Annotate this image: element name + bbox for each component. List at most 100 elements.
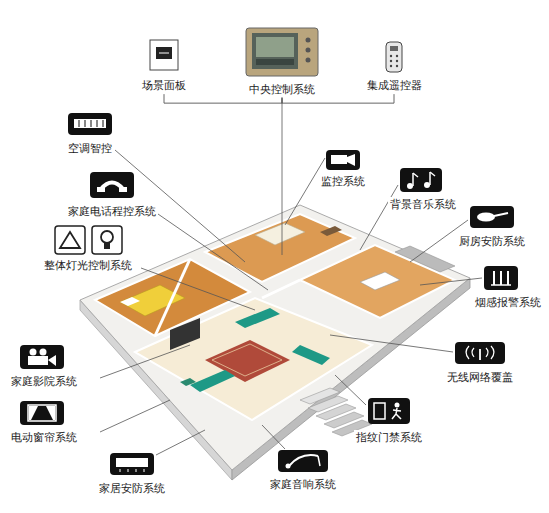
security-icon [144,469,145,472]
leader-lines [285,158,325,225]
music-icon [412,173,414,186]
system-label: 指纹门禁系统 [354,430,424,445]
system-label: 背景音乐系统 [388,197,458,212]
curtain-icon [28,405,56,421]
interior-walls [155,259,190,336]
label-text: 中央控制系统 [249,83,315,96]
system-label: 无线网络覆盖 [445,370,515,385]
label-text: 空调智控 [68,142,112,155]
music-icon [400,168,442,192]
home-theater-icon [30,349,37,356]
system-label: 空调智控 [66,141,114,156]
house-body [80,205,470,480]
label-text: 指纹门禁系统 [356,431,422,444]
system-label: 场景面板 [140,78,188,93]
central-control-icon [246,28,318,76]
leader-lines [360,185,398,250]
lighting-icon [92,226,122,254]
label-text: 家庭音响系统 [270,478,336,491]
interior-walls [262,280,300,298]
leader-lines [330,335,453,352]
kitchen-floor [300,245,455,318]
kitchen-icon [494,213,508,216]
central-control-icon [252,33,298,69]
remote-icon [390,55,392,57]
living-room [292,345,330,365]
security-icon [120,469,121,472]
door-access-icon [395,403,400,408]
scene-panel-icon [150,40,178,70]
audio-icon [278,450,328,472]
central-control-icon [306,38,311,43]
living-room [135,298,372,420]
lighting-icon [55,226,85,254]
music-icon [430,172,435,176]
aircon-icon [68,113,112,135]
lighting-icon [104,243,110,249]
leader-lines [282,96,283,255]
wifi-icon [455,342,505,364]
central-control-icon [246,28,318,76]
label-text: 整体灯光控制系统 [44,259,132,272]
leader-lines [141,268,255,310]
living-room [170,318,200,350]
curtain-icon [46,406,55,420]
security-icon [128,469,129,472]
system-label: 集成遥控器 [365,78,424,93]
leader-lines [100,345,190,378]
aircon-icon [68,113,112,135]
system-label: 整体灯光控制系统 [42,258,134,273]
aircon-icon [85,120,86,127]
scene-panel-icon [150,40,178,70]
leader-lines [100,400,170,432]
door-access-icon [392,408,401,419]
music-icon [429,172,431,185]
security-icon [136,469,137,472]
audio-icon [289,455,318,466]
remote-icon [390,65,392,67]
central-control-icon [256,59,294,65]
aircon-icon [79,120,103,127]
label-text: 家庭影院系统 [11,375,77,388]
home-theater-icon [28,356,48,365]
telephone-icon [90,172,134,198]
audio-icon [286,464,291,469]
leader-lines [262,425,285,449]
curtain-icon [20,401,64,425]
label-text: 烟感报警系统 [475,296,541,309]
audio-icon [318,456,320,466]
aircon-icon [91,120,92,127]
music-icon [407,183,413,189]
interior-walls [155,259,300,336]
smoke-alarm-icon [484,266,518,290]
camera-icon [326,150,360,170]
stairs [300,388,372,436]
smoke-alarm-icon [484,266,518,290]
label-text: 场景面板 [142,79,186,92]
smoke-alarm-icon [500,271,502,285]
curtain-icon [20,401,64,425]
central-control-icon [306,48,311,53]
remote-icon [390,46,398,51]
system-label: 中央控制系统 [247,82,317,97]
aircon-icon [79,120,80,127]
wifi-icon [466,346,494,359]
system-label: 家庭音响系统 [268,477,338,492]
smoke-alarm-icon [493,271,495,285]
home-theater-icon [40,349,47,356]
scene-panel-icon [156,47,172,59]
label-text: 电动窗帘系统 [11,431,77,444]
door-access-icon [368,398,410,424]
kitchen-icon [470,206,514,228]
home-theater-icon [20,345,64,369]
smoke-alarm-icon [491,284,511,286]
remote-icon [396,60,398,62]
home-theater-icon [48,355,56,366]
system-label: 家庭影院系统 [9,374,79,389]
remote-icon [396,55,398,57]
label-text: 集成遥控器 [367,79,422,92]
music-icon [413,173,418,177]
